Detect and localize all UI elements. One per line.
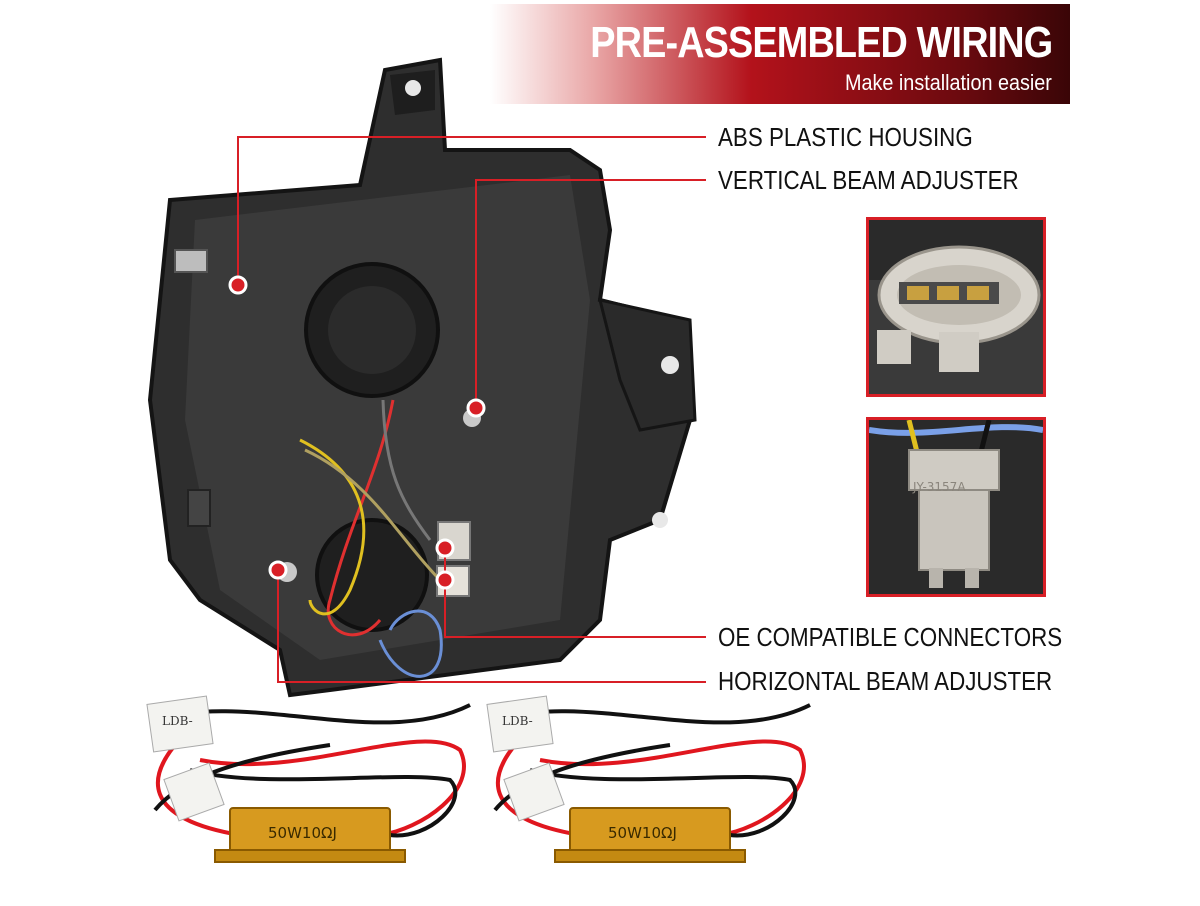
callout-dots xyxy=(228,275,486,590)
resistor-2-marking: 50W10ΩJ xyxy=(608,824,677,842)
callout-oe-compatible-connectors: OE COMPATIBLE CONNECTORS xyxy=(718,622,1063,652)
connector-inset-2: JY-3157A xyxy=(866,417,1046,597)
resistor-harness-2 xyxy=(486,695,811,863)
resistor-1-marking: 50W10ΩJ xyxy=(268,824,337,842)
callout-abs-plastic-housing: ABS PLASTIC HOUSING xyxy=(718,122,973,152)
resistor-2-tag: LDB- xyxy=(502,714,533,728)
resistor-harness-1 xyxy=(146,695,471,863)
connector-inset-1 xyxy=(866,217,1046,397)
callout-horizontal-beam-adjuster: HORIZONTAL BEAM ADJUSTER xyxy=(718,666,1053,696)
socket-marking: JY-3157A xyxy=(913,480,966,494)
bulb-socket-connector-icon xyxy=(869,420,1043,594)
callout-lines xyxy=(237,136,706,683)
banner-subtitle: Make installation easier xyxy=(845,70,1052,95)
headlight-housing xyxy=(147,57,697,698)
resistor-1-tag: LDB- xyxy=(162,714,193,728)
three-pin-connector-icon xyxy=(869,220,1043,394)
banner-title: PRE-ASSEMBLED WIRING xyxy=(589,18,1053,67)
callout-vertical-beam-adjuster: VERTICAL BEAM ADJUSTER xyxy=(718,165,1019,195)
header-banner: PRE-ASSEMBLED WIRING Make installation e… xyxy=(490,4,1070,104)
